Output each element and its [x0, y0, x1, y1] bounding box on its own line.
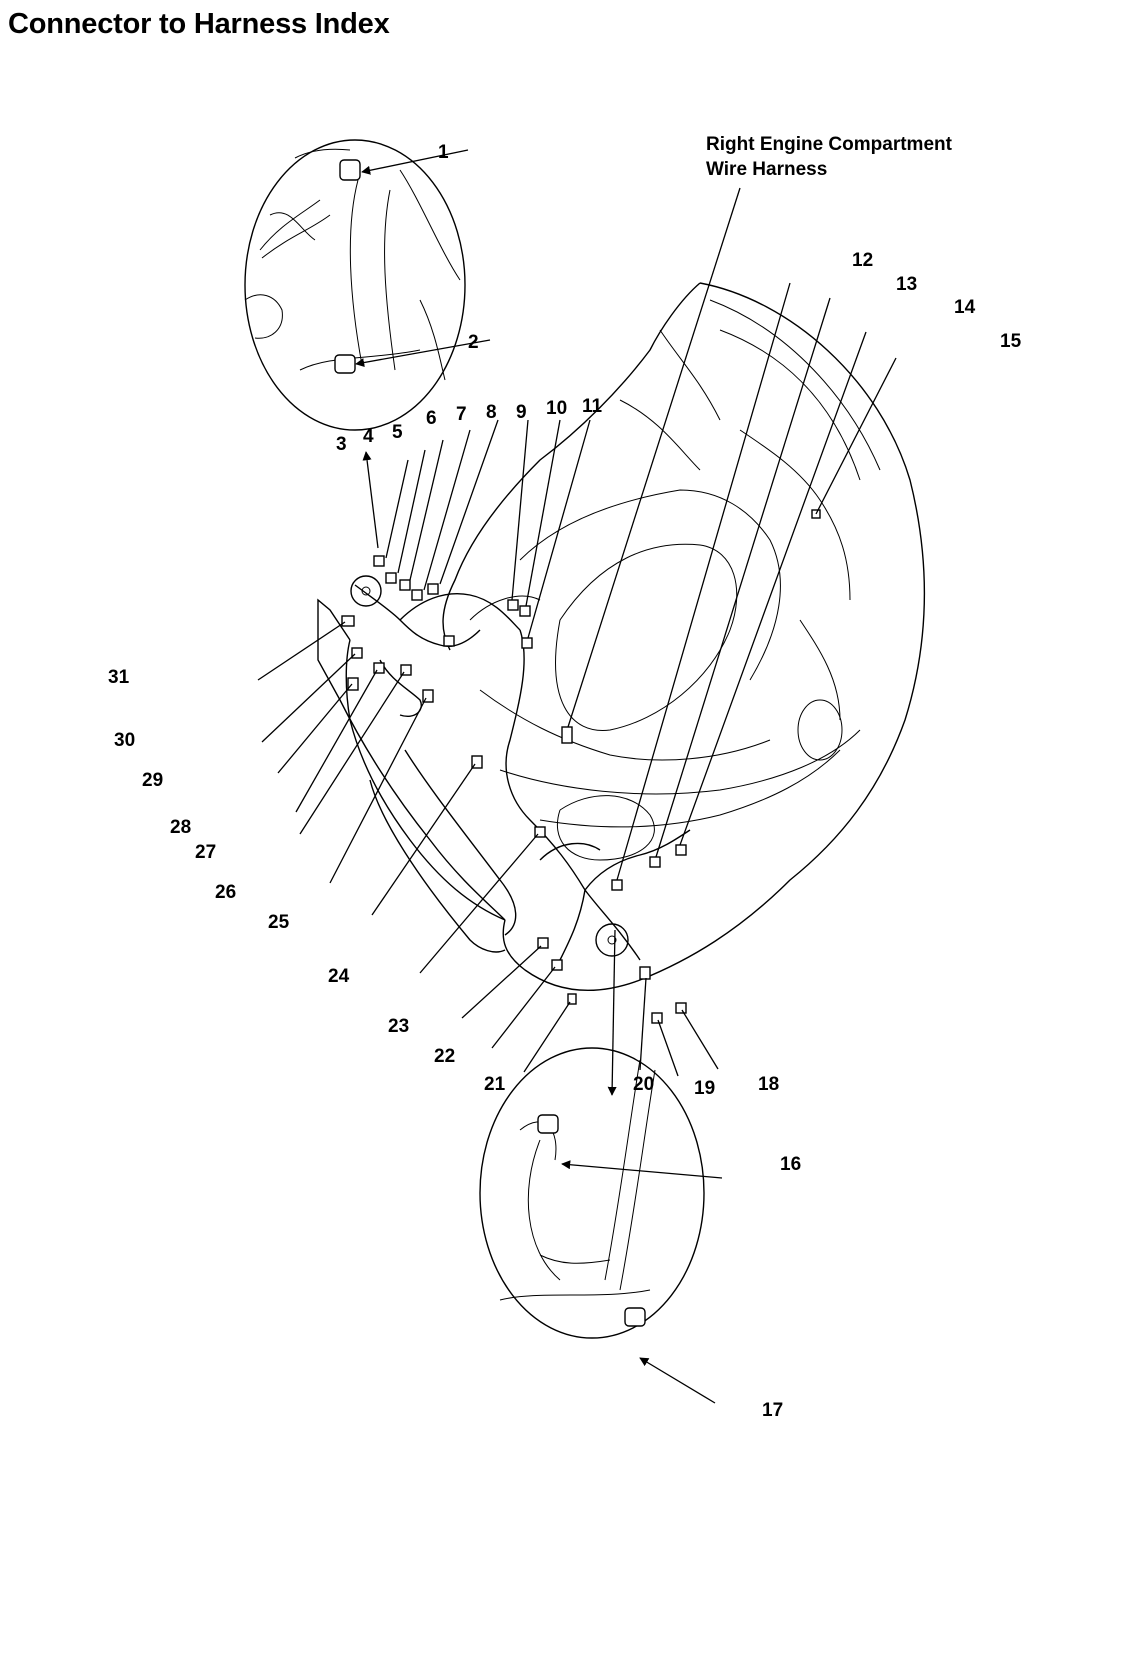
callout-12: 12 [852, 250, 873, 271]
connector-12 [611, 879, 623, 891]
callout-11: 11 [582, 396, 603, 417]
callout-20: 20 [633, 1074, 654, 1095]
callout-30: 30 [114, 730, 135, 751]
connector-28 [373, 662, 385, 674]
connector-8 [443, 635, 455, 647]
connector-11 [521, 637, 533, 649]
connectors [341, 509, 821, 1024]
connector-29 [347, 677, 359, 691]
connector-6 [411, 589, 423, 601]
connector-5 [399, 579, 411, 591]
callout-21: 21 [484, 1074, 506, 1095]
callout-10: 10 [546, 398, 567, 419]
connector-9 [507, 599, 519, 611]
callout-1: 1 [438, 142, 449, 163]
connector-harness [561, 726, 573, 744]
callout-5: 5 [392, 422, 403, 443]
callout-28: 28 [170, 817, 191, 838]
bottom-detail-view [479, 1047, 705, 1339]
callout-4: 4 [363, 426, 374, 447]
connector-30 [351, 647, 363, 659]
vehicle-outline [317, 282, 926, 991]
callout-7: 7 [456, 404, 467, 425]
leader-lines [257, 149, 897, 1404]
callout-13: 13 [896, 274, 917, 295]
connector-21 [567, 993, 577, 1005]
callout-8: 8 [486, 402, 497, 423]
connector-13 [649, 856, 661, 868]
connector-7 [427, 583, 439, 595]
callout-25: 25 [268, 912, 290, 933]
connector-27 [400, 664, 412, 676]
callout-31: 31 [108, 667, 130, 688]
connector-4 [385, 572, 397, 584]
connector-31 [341, 615, 355, 627]
callout-2: 2 [468, 332, 479, 353]
callout-16: 16 [780, 1154, 801, 1175]
top-detail-view [244, 139, 466, 431]
callout-3: 3 [336, 434, 347, 455]
callout-17: 17 [762, 1400, 783, 1421]
harness-label-line2: Wire Harness [706, 159, 827, 180]
callout-15: 15 [1000, 331, 1022, 352]
connector-14 [675, 844, 687, 856]
callout-6: 6 [426, 408, 437, 429]
callout-22: 22 [434, 1046, 455, 1067]
callout-23: 23 [388, 1016, 409, 1037]
callout-29: 29 [142, 770, 163, 791]
callout-24: 24 [328, 966, 350, 987]
callout-27: 27 [195, 842, 216, 863]
connector-26 [422, 689, 434, 703]
connector-25 [471, 755, 483, 769]
callout-9: 9 [516, 402, 527, 423]
callout-labels: 1 2 3 4 5 6 7 8 9 10 11 12 13 14 15 16 1… [108, 142, 1022, 1421]
connector-22 [551, 959, 563, 971]
connector-3 [373, 555, 385, 567]
callout-19: 19 [694, 1078, 715, 1099]
callout-18: 18 [758, 1074, 779, 1095]
connector-10 [519, 605, 531, 617]
harness-label: Right Engine Compartment Wire Harness [706, 134, 953, 180]
connector-24 [534, 826, 546, 838]
callout-26: 26 [215, 882, 236, 903]
connector-18 [675, 1002, 687, 1014]
connector-19 [651, 1012, 663, 1024]
page-title: Connector to Harness Index [8, 8, 390, 40]
connector-20 [639, 966, 651, 980]
connector-23 [537, 937, 549, 949]
harness-label-line1: Right Engine Compartment [706, 134, 953, 155]
harness-wiring [350, 575, 691, 961]
callout-14: 14 [954, 297, 976, 318]
